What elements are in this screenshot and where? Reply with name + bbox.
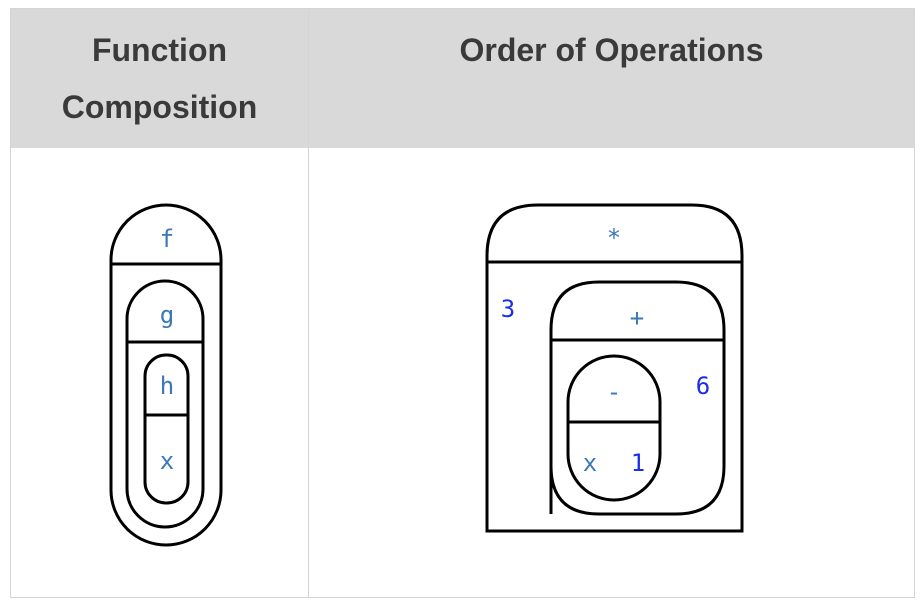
function-composition-diagram: f g h x	[109, 203, 223, 547]
subtract-label: -	[607, 378, 621, 406]
operand-3: 3	[501, 295, 515, 323]
x-label: x	[160, 447, 174, 475]
g-label: g	[160, 301, 174, 329]
header-order-of-operations: Order of Operations	[309, 9, 914, 148]
add-label: +	[630, 304, 644, 332]
multiply-block	[485, 203, 744, 533]
header-line: Function	[91, 32, 228, 68]
add-block	[549, 280, 726, 516]
subtract-block	[566, 354, 662, 502]
header-function-composition: Function Composition	[11, 9, 308, 148]
operand-1: 1	[631, 449, 645, 477]
order-of-operations-diagram: * 3 + 6 - x 1	[485, 203, 744, 533]
g-block	[125, 279, 205, 529]
multiply-label: *	[607, 224, 621, 252]
f-label: f	[160, 225, 174, 253]
header-line: Composition	[61, 89, 258, 125]
comparison-table: Function Composition Order of Operations	[10, 8, 915, 598]
column-divider	[308, 9, 309, 597]
f-block	[109, 203, 223, 547]
h-block	[143, 353, 190, 505]
operand-x: x	[583, 449, 597, 477]
table-header-row	[11, 9, 914, 148]
h-label: h	[160, 372, 174, 400]
operand-6: 6	[696, 372, 710, 400]
header-line: Order of Operations	[459, 32, 764, 68]
